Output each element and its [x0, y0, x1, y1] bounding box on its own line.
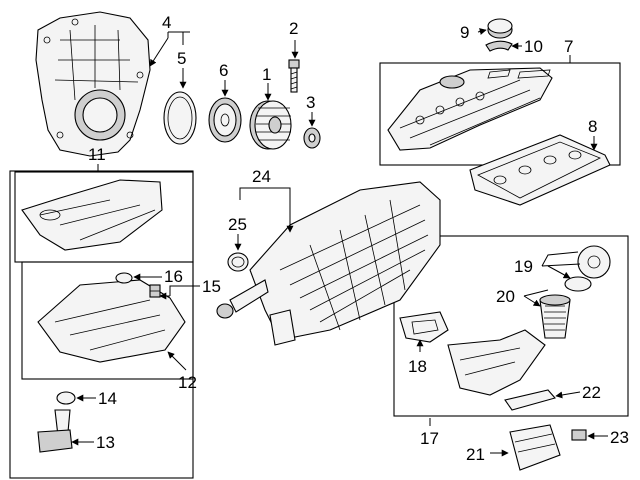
callout-8: 8	[588, 117, 597, 136]
leader-4	[150, 31, 190, 66]
callout-10: 10	[524, 37, 543, 56]
callout-19: 19	[514, 257, 533, 276]
callout-22: 22	[582, 383, 601, 402]
lower-oil-pan	[37, 279, 186, 363]
leader-22	[555, 391, 581, 399]
valve-cover	[387, 67, 553, 151]
oil-filter-housing	[447, 329, 546, 396]
callout-13: 13	[96, 433, 115, 452]
callout-7: 7	[564, 37, 573, 56]
callout-23: 23	[610, 428, 629, 447]
callout-17: 17	[420, 429, 439, 448]
callout-6: 6	[219, 61, 228, 80]
callout-3: 3	[306, 93, 315, 112]
upper-oil-pan	[21, 179, 163, 251]
callout-11: 11	[88, 145, 106, 164]
harmonic-balancer	[249, 100, 292, 150]
callout-18: 18	[408, 357, 427, 376]
leader-9	[477, 28, 487, 35]
callout-12: 12	[178, 373, 197, 392]
oil-cap-seal	[485, 40, 513, 52]
callout-20: 20	[496, 287, 515, 306]
callout-25: 25	[228, 215, 247, 234]
oil-filter-element	[539, 294, 571, 339]
oil-filler-cap	[487, 18, 513, 39]
callout-16: 16	[164, 267, 183, 286]
leader-20	[523, 289, 549, 306]
lower-oil-pan-box	[21, 261, 194, 380]
oil-level-sensor	[37, 409, 73, 453]
oil-cooler-gasket	[504, 389, 556, 411]
washer	[303, 127, 321, 149]
leader-19	[541, 251, 581, 278]
oil-filter-housing-gasket	[399, 311, 449, 343]
oil-filter-group-box	[393, 235, 629, 417]
leader-24	[239, 187, 290, 232]
callout-14: 14	[98, 389, 117, 408]
callout-21: 21	[466, 445, 485, 464]
throttle-body-gasket	[227, 252, 249, 272]
cooler-fitting	[571, 429, 587, 441]
timing-sprocket	[208, 97, 242, 143]
callout-4: 4	[162, 13, 171, 32]
callout-24: 24	[252, 167, 271, 186]
callout-2: 2	[289, 19, 298, 38]
drain-plug	[149, 284, 161, 298]
drain-plug-gasket	[115, 272, 133, 284]
intake-manifold	[216, 181, 441, 346]
leader-15	[160, 285, 200, 296]
oil-cooler	[509, 424, 561, 471]
callout-15: 15	[202, 277, 221, 296]
callout-5: 5	[177, 49, 186, 68]
pulley-bolt	[288, 59, 300, 93]
callout-9: 9	[460, 23, 469, 42]
callout-1: 1	[262, 65, 271, 84]
oil-level-sensor-seal	[56, 391, 76, 405]
timing-cover	[35, 11, 151, 157]
leader-12	[167, 351, 187, 371]
crankshaft-seal	[163, 91, 197, 145]
valve-cover-gasket	[469, 134, 611, 206]
